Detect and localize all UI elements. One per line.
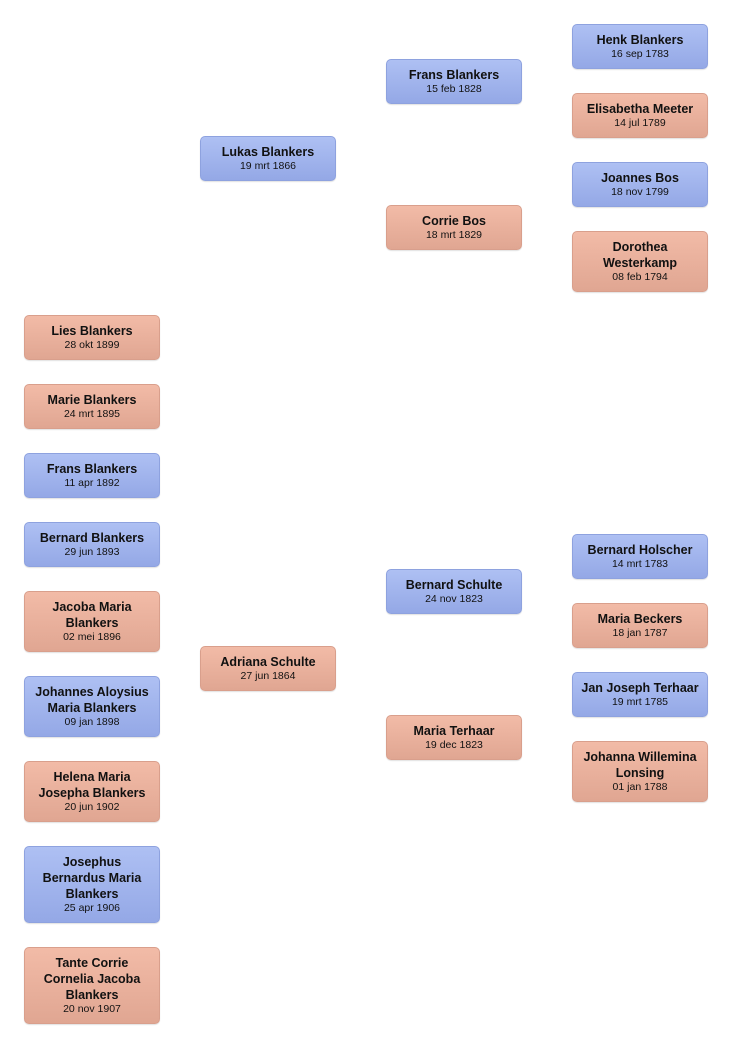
person-name: Helena Maria Josepha Blankers bbox=[38, 770, 146, 800]
person-date: 19 mrt 1866 bbox=[239, 160, 297, 172]
person-card-maria-terhaar[interactable]: Maria Terhaar 19 dec 1823 bbox=[386, 715, 522, 760]
person-card-joannes-bos[interactable]: Joannes Bos 18 nov 1799 bbox=[572, 162, 708, 207]
person-date: 24 mrt 1895 bbox=[63, 408, 121, 420]
person-name: Frans Blankers bbox=[46, 462, 138, 476]
person-name: Josephus Bernardus Maria Blankers bbox=[42, 855, 142, 901]
person-card-bernard-schulte[interactable]: Bernard Schulte 24 nov 1823 bbox=[386, 569, 522, 614]
person-date: 27 jun 1864 bbox=[240, 670, 296, 682]
person-date: 29 jun 1893 bbox=[64, 546, 120, 558]
person-card-bernard-blankers[interactable]: Bernard Blankers 29 jun 1893 bbox=[24, 522, 160, 567]
person-card-maria-beckers[interactable]: Maria Beckers 18 jan 1787 bbox=[572, 603, 708, 648]
person-name: Tante Corrie Cornelia Jacoba Blankers bbox=[43, 956, 141, 1002]
person-date: 08 feb 1794 bbox=[612, 271, 668, 283]
person-card-bernard-holscher[interactable]: Bernard Holscher 14 mrt 1783 bbox=[572, 534, 708, 579]
person-date: 19 mrt 1785 bbox=[611, 696, 669, 708]
person-date: 16 sep 1783 bbox=[611, 48, 669, 60]
person-card-dorothea-westerkamp[interactable]: Dorothea Westerkamp 08 feb 1794 bbox=[572, 231, 708, 292]
person-card-henk-blankers[interactable]: Henk Blankers 16 sep 1783 bbox=[572, 24, 708, 69]
person-card-frans-blankers-1892[interactable]: Frans Blankers 11 apr 1892 bbox=[24, 453, 160, 498]
person-name: Lukas Blankers bbox=[221, 145, 315, 159]
person-name: Johannes Aloysius Maria Blankers bbox=[35, 685, 149, 715]
person-name: Marie Blankers bbox=[47, 393, 137, 407]
person-name: Bernard Blankers bbox=[39, 531, 145, 545]
person-name: Maria Beckers bbox=[597, 612, 683, 626]
person-date: 19 dec 1823 bbox=[425, 739, 483, 751]
person-card-helena-maria-josepha-blankers[interactable]: Helena Maria Josepha Blankers 20 jun 190… bbox=[24, 761, 160, 822]
person-name: Jacoba Maria Blankers bbox=[52, 600, 132, 630]
person-date: 18 mrt 1829 bbox=[425, 229, 483, 241]
person-date: 18 jan 1787 bbox=[612, 627, 668, 639]
person-date: 01 jan 1788 bbox=[612, 781, 668, 793]
person-card-lies-blankers[interactable]: Lies Blankers 28 okt 1899 bbox=[24, 315, 160, 360]
person-card-marie-blankers[interactable]: Marie Blankers 24 mrt 1895 bbox=[24, 384, 160, 429]
person-date: 20 nov 1907 bbox=[63, 1003, 121, 1015]
person-name: Elisabetha Meeter bbox=[586, 102, 694, 116]
person-name: Adriana Schulte bbox=[220, 655, 316, 669]
person-name: Dorothea Westerkamp bbox=[602, 240, 678, 270]
person-name: Corrie Bos bbox=[422, 214, 486, 228]
person-card-lukas-blankers[interactable]: Lukas Blankers 19 mrt 1866 bbox=[200, 136, 336, 181]
person-name: Jan Joseph Terhaar bbox=[581, 681, 699, 695]
person-date: 18 nov 1799 bbox=[611, 186, 669, 198]
person-card-johanna-willemina-lonsing[interactable]: Johanna Willemina Lonsing 01 jan 1788 bbox=[572, 741, 708, 802]
person-name: Lies Blankers bbox=[51, 324, 133, 338]
person-date: 02 mei 1896 bbox=[63, 631, 121, 643]
person-card-johannes-aloysius-maria-blankers[interactable]: Johannes Aloysius Maria Blankers 09 jan … bbox=[24, 676, 160, 737]
person-name: Joannes Bos bbox=[601, 171, 679, 185]
person-card-jacoba-maria-blankers[interactable]: Jacoba Maria Blankers 02 mei 1896 bbox=[24, 591, 160, 652]
person-name: Bernard Holscher bbox=[587, 543, 693, 557]
person-name: Maria Terhaar bbox=[413, 724, 495, 738]
person-card-frans-blankers-1828[interactable]: Frans Blankers 15 feb 1828 bbox=[386, 59, 522, 104]
person-date: 14 jul 1789 bbox=[614, 117, 666, 129]
person-date: 09 jan 1898 bbox=[64, 716, 120, 728]
person-name: Bernard Schulte bbox=[405, 578, 503, 592]
person-date: 25 apr 1906 bbox=[63, 902, 121, 914]
person-card-tante-corrie-cornelia-jacoba-blankers[interactable]: Tante Corrie Cornelia Jacoba Blankers 20… bbox=[24, 947, 160, 1024]
person-card-corrie-bos[interactable]: Corrie Bos 18 mrt 1829 bbox=[386, 205, 522, 250]
person-card-jan-joseph-terhaar[interactable]: Jan Joseph Terhaar 19 mrt 1785 bbox=[572, 672, 708, 717]
person-card-elisabetha-meeter[interactable]: Elisabetha Meeter 14 jul 1789 bbox=[572, 93, 708, 138]
person-date: 15 feb 1828 bbox=[426, 83, 482, 95]
person-date: 28 okt 1899 bbox=[64, 339, 120, 351]
person-date: 11 apr 1892 bbox=[64, 477, 120, 489]
person-name: Johanna Willemina Lonsing bbox=[583, 750, 697, 780]
person-card-adriana-schulte[interactable]: Adriana Schulte 27 jun 1864 bbox=[200, 646, 336, 691]
person-date: 24 nov 1823 bbox=[425, 593, 483, 605]
person-name: Henk Blankers bbox=[596, 33, 684, 47]
person-date: 20 jun 1902 bbox=[64, 801, 120, 813]
person-name: Frans Blankers bbox=[408, 68, 500, 82]
person-card-josephus-bernardus-maria-blankers[interactable]: Josephus Bernardus Maria Blankers 25 apr… bbox=[24, 846, 160, 923]
person-date: 14 mrt 1783 bbox=[611, 558, 669, 570]
